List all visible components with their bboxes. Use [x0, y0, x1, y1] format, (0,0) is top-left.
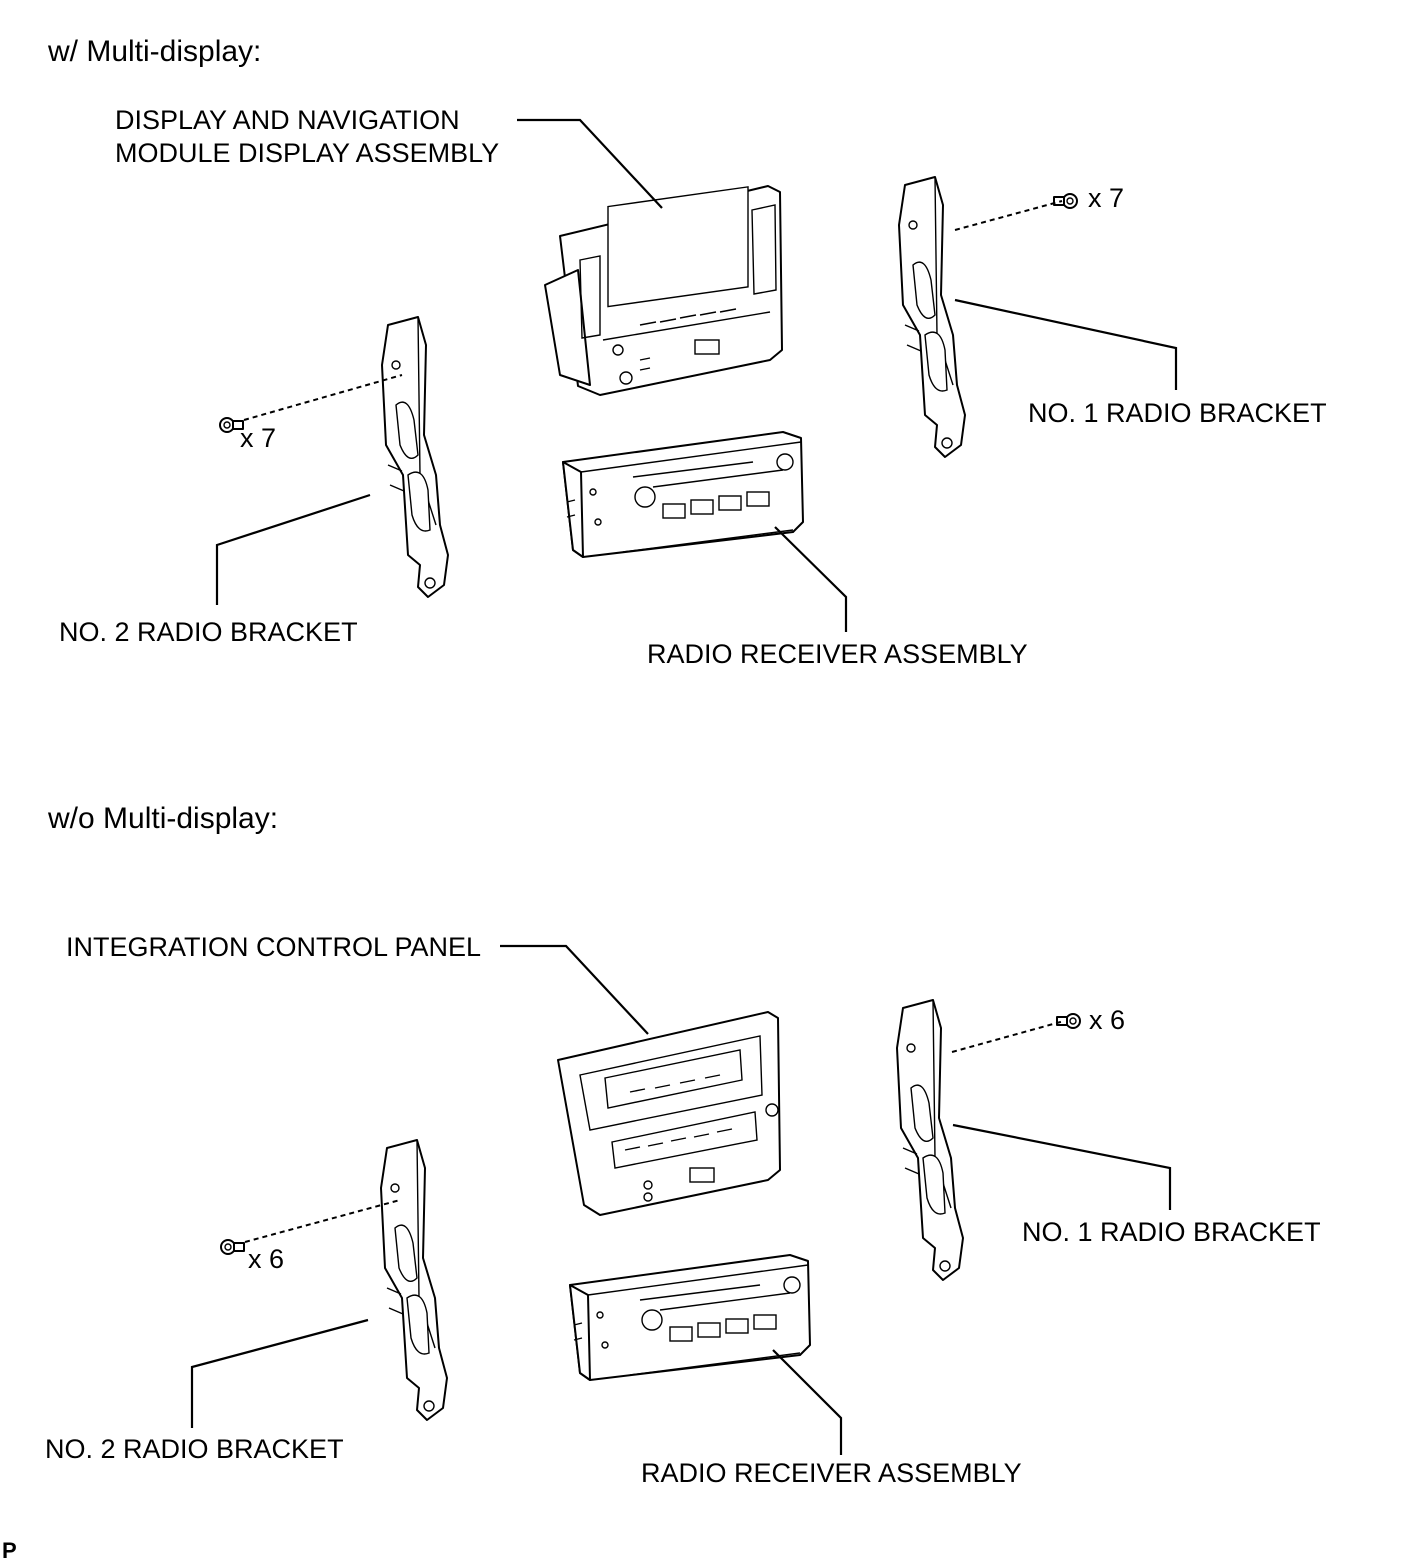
screw-count-left-2: x 6 [248, 1244, 284, 1274]
screw-count-right-2: x 6 [1089, 1005, 1125, 1035]
bolt-icon [1053, 193, 1078, 209]
no1-radio-bracket-illustration [898, 176, 966, 458]
label-integration-control-panel: INTEGRATION CONTROL PANEL [66, 932, 481, 962]
no2-radio-bracket-illustration-2 [380, 1139, 448, 1421]
label-no2-radio-bracket: NO. 2 RADIO BRACKET [59, 617, 358, 647]
corner-mark: P [2, 1538, 17, 1562]
label-radio-receiver: RADIO RECEIVER ASSEMBLY [647, 639, 1028, 669]
no2-radio-bracket-illustration [381, 316, 449, 598]
bolt-icon [220, 1239, 245, 1255]
label-no1-radio-bracket-2: NO. 1 RADIO BRACKET [1022, 1217, 1321, 1247]
label-display-navigation-line1: DISPLAY AND NAVIGATION [115, 105, 460, 135]
label-no1-radio-bracket: NO. 1 RADIO BRACKET [1028, 398, 1327, 428]
no1-radio-bracket-illustration-2 [896, 999, 964, 1281]
radio-receiver-illustration [562, 431, 804, 558]
label-no2-radio-bracket-2: NO. 2 RADIO BRACKET [45, 1434, 344, 1464]
section-heading-without-multi-display: w/o Multi-display: [47, 802, 278, 835]
display-navigation-module-illustration [544, 185, 783, 396]
screw-count-left: x 7 [240, 423, 276, 453]
screw-count-right: x 7 [1088, 183, 1124, 213]
radio-receiver-illustration-2 [569, 1254, 811, 1381]
integration-control-panel-illustration [557, 1011, 781, 1216]
label-radio-receiver-2: RADIO RECEIVER ASSEMBLY [641, 1458, 1022, 1488]
label-display-navigation-line2: MODULE DISPLAY ASSEMBLY [115, 138, 499, 168]
section-heading-with-multi-display: w/ Multi-display: [47, 35, 261, 68]
